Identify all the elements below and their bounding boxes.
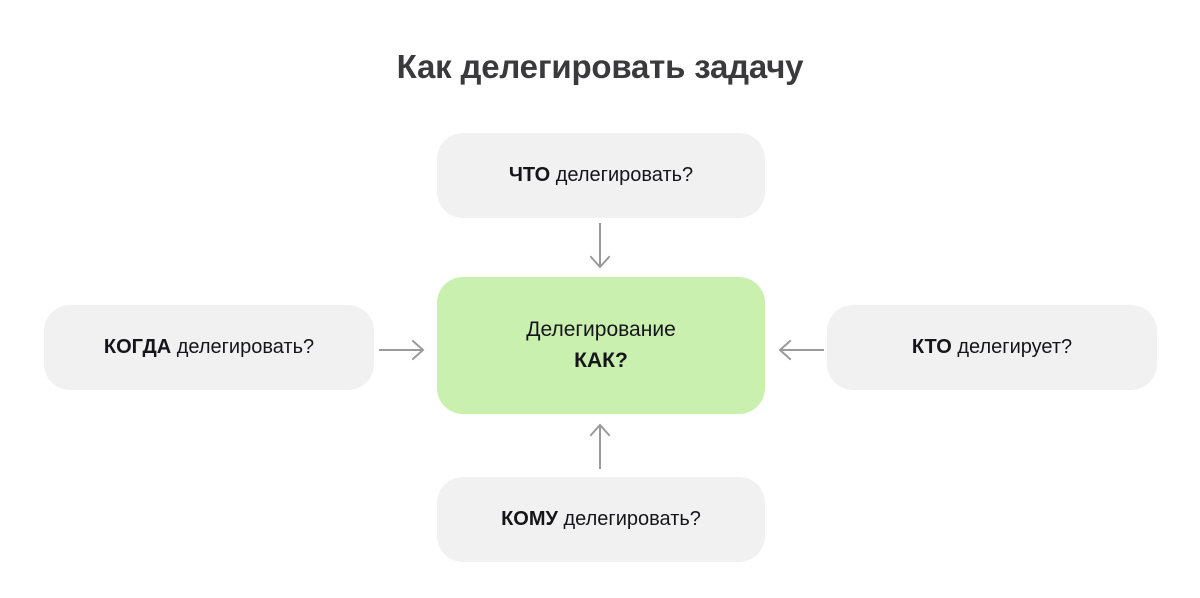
arrow-left-icon <box>775 334 825 366</box>
node-to-whom-text: КОМУ делегировать? <box>501 506 701 533</box>
node-what-text: ЧТО делегировать? <box>509 162 693 189</box>
arrow-down-icon <box>584 222 616 272</box>
node-who-rest: делегирует? <box>951 336 1073 358</box>
node-when-emphasis: КОГДА <box>103 336 172 358</box>
node-to-whom-rest: делегировать? <box>557 508 701 530</box>
node-center-line2: КАК? <box>574 348 628 372</box>
node-what-rest: делегировать? <box>550 164 694 186</box>
page-title: Как делегировать задачу <box>396 48 804 85</box>
node-when-rest: делегировать? <box>171 336 315 358</box>
node-center-text: Делегирование КАК? <box>526 316 676 375</box>
node-delegation-how: Делегирование КАК? <box>437 277 765 414</box>
node-to-whom: КОМУ делегировать? <box>437 477 765 562</box>
arrow-up-icon <box>584 420 616 470</box>
node-when-text: КОГДА делегировать? <box>104 334 314 361</box>
node-what: ЧТО делегировать? <box>437 133 765 218</box>
node-center-line1: Делегирование <box>526 318 676 342</box>
node-when: КОГДА делегировать? <box>44 305 374 390</box>
node-who-text: КТО делегирует? <box>912 334 1072 361</box>
arrow-right-icon <box>378 334 428 366</box>
node-to-whom-emphasis: КОМУ <box>501 508 558 530</box>
node-who-emphasis: КТО <box>911 336 952 358</box>
node-who: КТО делегирует? <box>827 305 1157 390</box>
node-what-emphasis: ЧТО <box>508 164 551 186</box>
